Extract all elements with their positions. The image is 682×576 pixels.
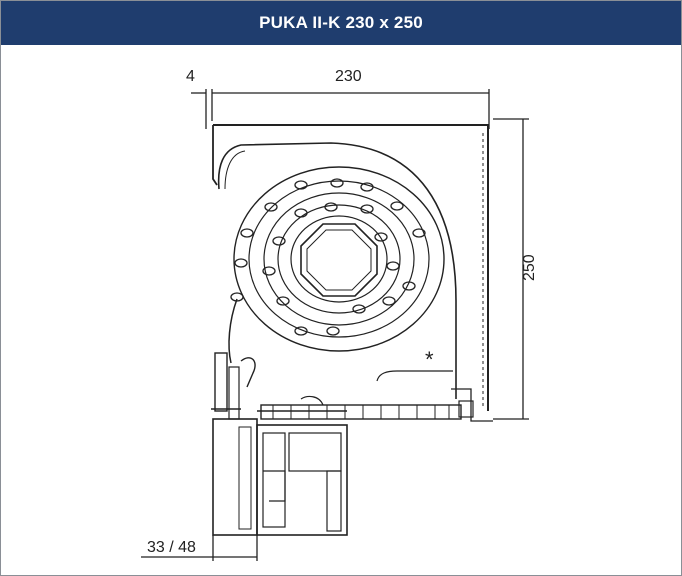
roll-2 bbox=[248, 180, 430, 338]
dim-label-height: 250 bbox=[521, 254, 538, 281]
roll-4 bbox=[277, 204, 401, 314]
bracket-right bbox=[451, 388, 493, 422]
guide-rail-left-inner bbox=[228, 366, 240, 420]
drawing-title: PUKA II-K 230 x 250 bbox=[1, 1, 681, 45]
dim-label-depth: 33 / 48 bbox=[147, 539, 196, 556]
inner-shield-inner bbox=[224, 150, 246, 190]
curtain-guide bbox=[228, 298, 238, 364]
window-frame-outer bbox=[212, 418, 258, 536]
octagonal-shaft-inner bbox=[306, 229, 372, 291]
housing-top bbox=[213, 124, 489, 411]
revision-cover bbox=[260, 404, 462, 420]
dim-label-offset: 4 bbox=[186, 68, 195, 85]
dim-label-width: 230 bbox=[335, 68, 362, 85]
roll-3 bbox=[263, 192, 415, 326]
octagonal-shaft bbox=[300, 223, 378, 297]
asterisk-marker: * bbox=[425, 347, 434, 372]
roll-outer bbox=[233, 166, 445, 352]
roll-5 bbox=[290, 215, 388, 303]
curtain-hook bbox=[240, 357, 256, 388]
guide-rail-left bbox=[214, 352, 228, 412]
housing-left-wall bbox=[212, 125, 218, 186]
inner-shield bbox=[217, 142, 457, 399]
window-frame-sash bbox=[256, 424, 348, 536]
inner-bracket bbox=[376, 370, 453, 382]
